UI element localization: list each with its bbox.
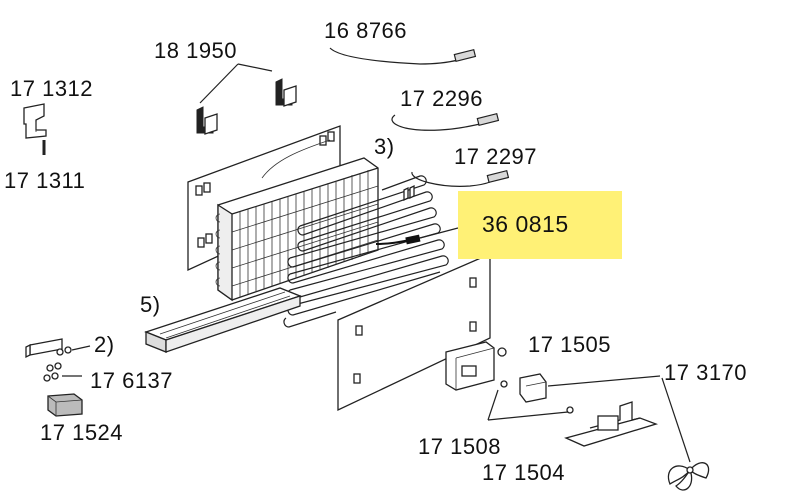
front-cover-panel <box>337 253 491 412</box>
label-part-172297: 17 2297 <box>454 144 538 169</box>
label-part-171505: 17 1505 <box>528 332 612 357</box>
label-part-172296: 17 2296 <box>400 86 484 111</box>
bracket-171504 <box>564 401 659 447</box>
drip-tray <box>144 287 302 353</box>
label-part-171508: 17 1508 <box>418 434 502 459</box>
condenser-tubes <box>283 175 449 328</box>
label-ref-3: 3) <box>374 134 395 159</box>
screws-176137 <box>43 362 82 382</box>
label-part-181950: 18 1950 <box>154 38 238 63</box>
label-ref-5: 5) <box>140 292 161 317</box>
hinge-2 <box>25 338 91 359</box>
thermostat-housing-171505 <box>445 341 507 391</box>
label-part-168766: 16 8766 <box>324 18 408 43</box>
highlight-box <box>458 191 622 259</box>
label-part-171312: 17 1312 <box>10 76 94 101</box>
label-part-360815: 36 0815 <box>482 211 569 237</box>
knob-171508 <box>487 373 574 421</box>
label-part-171504: 17 1504 <box>482 460 566 485</box>
sensor-360815 <box>375 227 459 245</box>
sensor-wire-172297 <box>411 169 510 187</box>
sensor-wire-168766 <box>329 47 477 65</box>
label-ref-2: 2) <box>94 332 115 357</box>
clips <box>403 184 415 202</box>
label-part-171524: 17 1524 <box>40 420 124 445</box>
hinge-171312 <box>23 103 47 139</box>
label-part-171311: 17 1311 <box>4 168 86 193</box>
block-171524 <box>47 393 83 417</box>
fan-173170 <box>547 375 710 491</box>
sensor-wire-172296 <box>391 112 500 131</box>
brackets-181950 <box>196 63 297 135</box>
label-part-176137: 17 6137 <box>90 368 174 393</box>
label-part-173170: 17 3170 <box>664 360 748 385</box>
